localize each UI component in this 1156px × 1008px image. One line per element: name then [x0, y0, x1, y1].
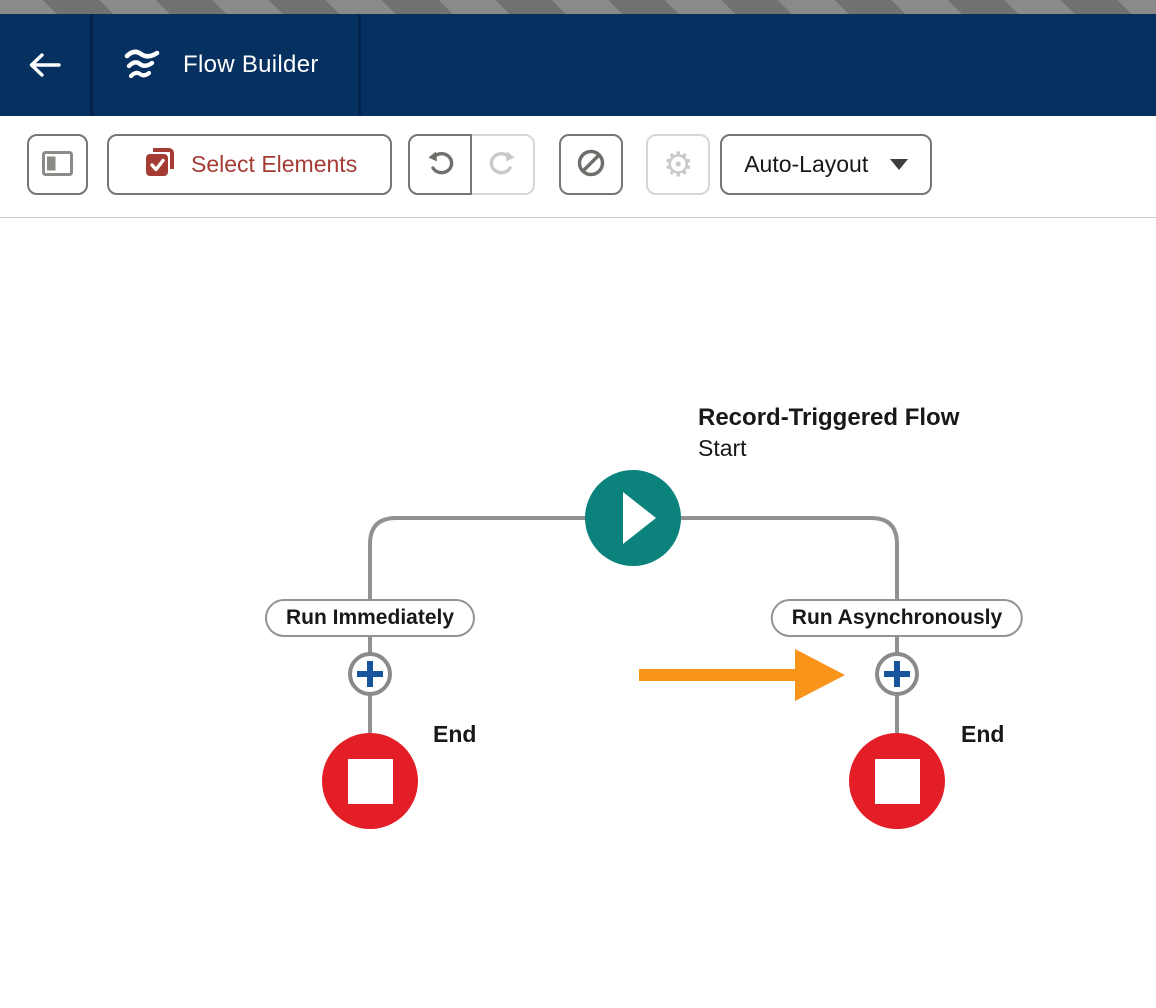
flow-canvas[interactable]: Record-Triggered Flow Start Run Immediat…: [0, 218, 1156, 1008]
flow-builder-logo-icon: [123, 47, 161, 83]
back-arrow-icon: [26, 49, 64, 81]
play-icon: [622, 492, 656, 544]
panel-toggle-icon: [42, 150, 73, 179]
end-node-left[interactable]: [322, 733, 418, 829]
layout-mode-dropdown[interactable]: Auto-Layout: [720, 134, 933, 195]
stop-icon: [874, 758, 920, 804]
start-node-subtitle: Start: [698, 435, 747, 461]
end-label-right: End: [961, 721, 1005, 747]
toggle-panel-button[interactable]: [27, 134, 88, 195]
select-elements-label: Select Elements: [191, 151, 358, 177]
prohibit-button[interactable]: [559, 134, 624, 195]
prohibit-icon: [574, 146, 608, 183]
end-label-left: End: [433, 721, 477, 747]
gear-icon: ⚙: [662, 144, 694, 185]
undo-redo-group: [408, 134, 536, 195]
end-node-right[interactable]: [849, 733, 945, 829]
header-divider: [358, 14, 361, 116]
header-divider: [90, 14, 93, 116]
undo-icon: [424, 147, 456, 182]
app-title: Flow Builder: [183, 51, 319, 78]
start-node[interactable]: [585, 470, 681, 566]
chevron-down-icon: [890, 159, 909, 170]
branch-label-run-immediately: Run Immediately: [264, 599, 476, 637]
annotation-arrow-icon: [639, 649, 845, 701]
redo-button[interactable]: [472, 134, 536, 195]
flow-builder-brand: Flow Builder: [93, 14, 358, 116]
redo-icon: [487, 147, 519, 182]
layout-mode-label: Auto-Layout: [744, 151, 869, 177]
branch-label-run-asynchronously: Run Asynchronously: [770, 599, 1024, 637]
back-button[interactable]: [0, 14, 90, 116]
start-node-labels: Record-Triggered Flow Start: [698, 403, 959, 464]
undo-button[interactable]: [408, 134, 473, 195]
start-node-title: Record-Triggered Flow: [698, 404, 960, 431]
environment-stripe-banner: [0, 0, 1156, 14]
select-elements-button[interactable]: Select Elements: [107, 134, 393, 195]
select-elements-icon: [142, 145, 176, 185]
flow-toolbar: Select Elements: [0, 116, 1156, 218]
settings-button[interactable]: ⚙: [646, 134, 711, 195]
add-element-button-left[interactable]: [348, 652, 392, 696]
stop-icon: [347, 758, 393, 804]
app-header: Flow Builder: [0, 14, 1156, 116]
add-element-button-right[interactable]: [875, 652, 919, 696]
